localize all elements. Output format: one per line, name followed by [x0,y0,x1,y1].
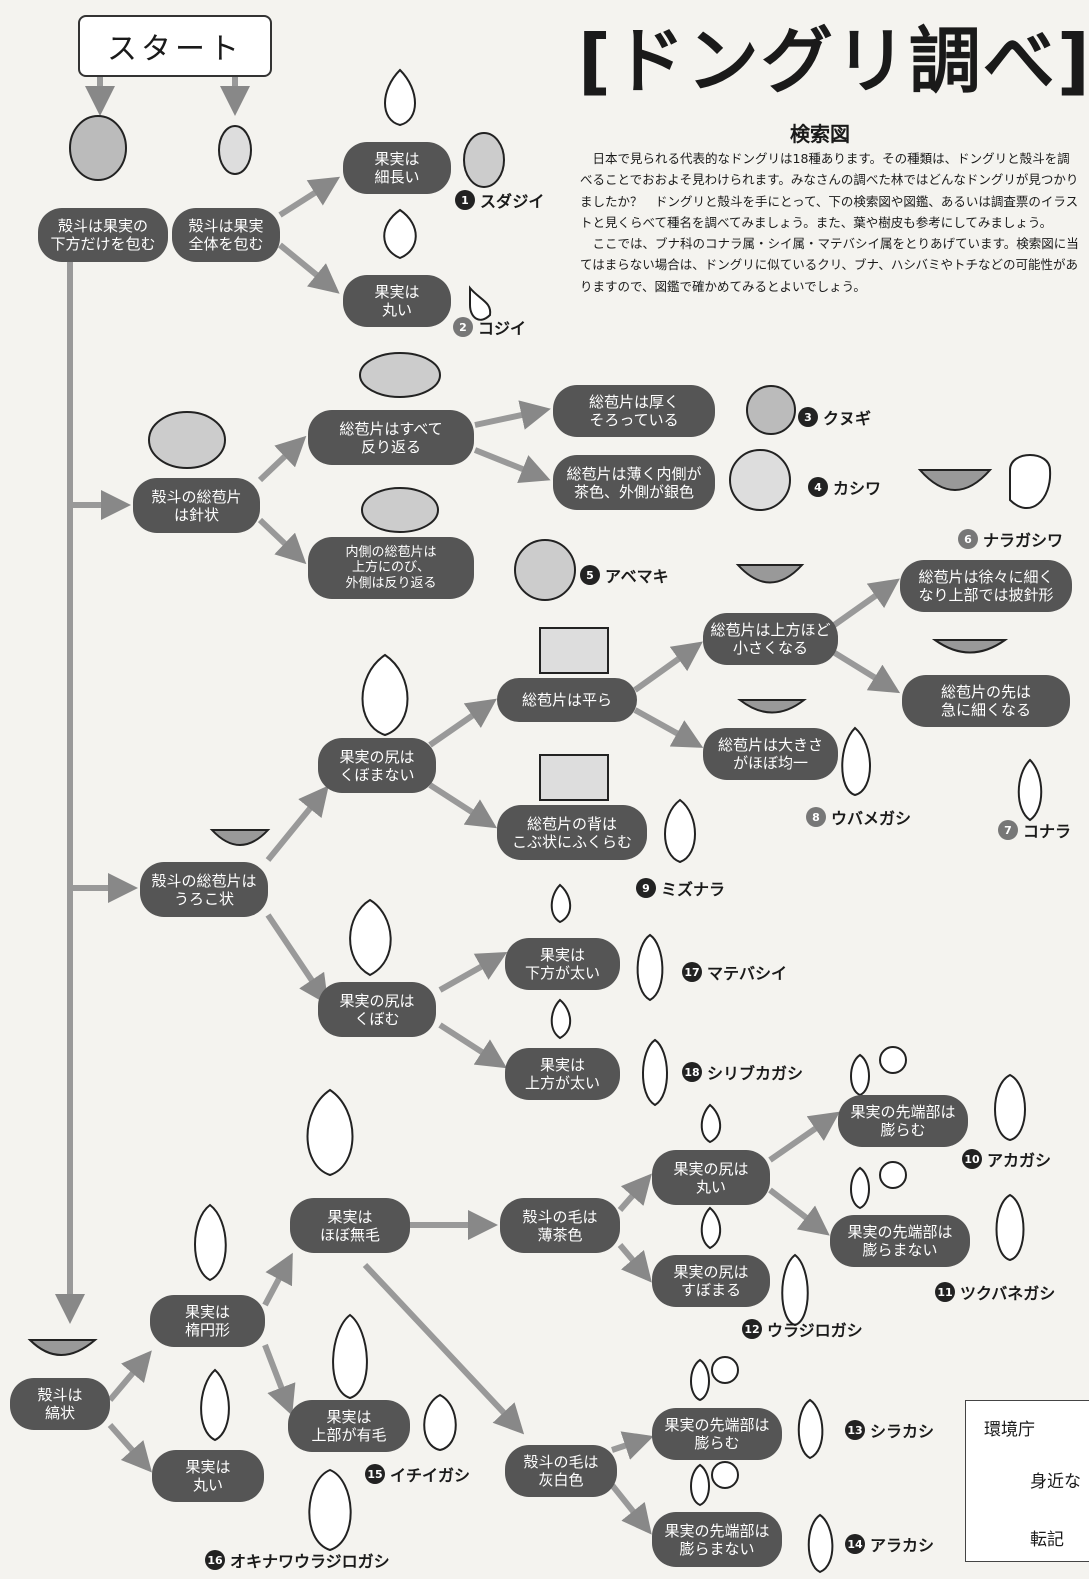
page-title: [ドングリ調べ] [578,2,1089,107]
stamp-line-2: 身近な [1030,1467,1081,1492]
node-bract-flat: 総苞片は平ら [497,678,637,722]
node-lower-thick: 果実は 下方が太い [505,938,620,990]
species-number: 4 [808,477,828,497]
species-name: ウラジロガシ [767,1317,863,1341]
species-number: 6 [958,529,978,549]
species-name: アカガシ [987,1147,1051,1171]
species-number: 2 [453,317,473,337]
node-cup-ringed: 殻斗は 縞状 [10,1378,110,1430]
node-bract-needle: 殻斗の総苞片 は針状 [133,478,260,533]
species-name: アベマキ [605,563,669,587]
species-name: ナラガシワ [983,527,1063,551]
node-butt-narrowed: 果実の尻は すぼまる [652,1255,770,1307]
species-number: 16 [205,1550,225,1570]
node-all-reflexed: 総苞片はすべて 反り返る [308,410,474,465]
stamp-line-3: 転記 [1030,1525,1064,1550]
node-bract-scale: 殻斗の総苞片は うろこ状 [140,862,268,917]
node-fruit-round-2: 果実は 丸い [152,1450,264,1502]
node-inner-upward: 内側の総苞片は 上方にのび、 外側は反り返る [308,537,474,599]
species-number: 15 [365,1464,385,1484]
intro-paragraph-1: 日本で見られる代表的なドングリは18種あります。その種類は、ドングリと殻斗を調べ… [580,148,1080,233]
species-name: カシワ [833,475,881,499]
species-name: スダジイ [480,188,544,212]
node-upper-hairy: 果実は 上部が有毛 [288,1400,410,1452]
species-number: 5 [580,565,600,585]
node-cup-lower: 殻斗は果実の 下方だけを包む [38,208,168,262]
intro-paragraph-2: ここでは、ブナ科のコナラ属・シイ属・マテバシイ属をとりあげています。検索図に当て… [580,233,1080,297]
node-butt-not-dented: 果実の尻は くぼまない [318,738,436,793]
species-number: 14 [845,1534,865,1554]
node-even-size: 総苞片は大きさ がほぼ均一 [703,728,838,780]
node-hair-light-brown: 殻斗の毛は 薄茶色 [500,1198,620,1253]
node-butt-round: 果実の尻は 丸い [652,1150,770,1205]
species-number: 17 [682,962,702,982]
node-fruit-round-1: 果実は 丸い [343,275,451,327]
species-name: オキナワウラジロガシ [230,1548,390,1572]
node-upper-thick: 果実は 上方が太い [505,1048,620,1100]
node-hair-gray-white: 殻斗の毛は 灰白色 [505,1445,617,1497]
species-name: シラカシ [870,1418,934,1442]
species-number: 7 [998,820,1018,840]
node-cup-whole: 殻斗は果実 全体を包む [172,208,280,262]
species-number: 18 [682,1062,702,1082]
species-number: 10 [962,1149,982,1169]
node-fruit-elliptic: 果実は 楕円形 [150,1295,265,1347]
source-stamp: 環境庁 身近な 転記 [965,1400,1089,1562]
node-tip-not-swollen-1: 果実の先端部は 膨らまない [830,1215,970,1267]
key-subtitle: 検索図 [790,118,850,147]
node-tip-not-swollen-2: 果実の先端部は 膨らまない [652,1512,782,1567]
node-gradual-lanceolate: 総苞片は徐々に細く なり上部では披針形 [900,560,1072,612]
node-butt-dented: 果実の尻は くぼむ [318,982,436,1037]
species-name: シリブカガシ [707,1060,803,1084]
node-bumpy-back: 総苞片の背は こぶ状にふくらむ [497,805,647,860]
intro-text: 日本で見られる代表的なドングリは18種あります。その種類は、ドングリと殻斗を調べ… [580,148,1080,297]
species-number: 8 [806,807,826,827]
node-thick-even: 総苞片は厚く そろっている [553,385,715,437]
node-thin-brown-silver: 総苞片は薄く内側が 茶色、外側が銀色 [553,455,715,510]
species-number: 1 [455,190,475,210]
species-name: ツクバネガシ [960,1280,1055,1304]
species-number: 3 [798,407,818,427]
species-name: コナラ [1023,818,1071,842]
species-name: アラカシ [870,1532,934,1556]
species-name: ウバメガシ [831,805,911,829]
node-tip-swollen-2: 果実の先端部は 膨らむ [652,1408,782,1460]
species-name: マテバシイ [707,960,787,984]
stamp-line-1: 環境庁 [984,1415,1035,1440]
species-number: 12 [742,1319,762,1339]
species-number: 11 [935,1282,955,1302]
start-label: スタート [78,15,272,77]
species-name: イチイガシ [390,1462,470,1486]
species-name: クヌギ [823,405,871,429]
species-name: ミズナラ [661,876,725,900]
species-name: コジイ [478,315,526,339]
node-fruit-hairless: 果実は ほぼ無毛 [290,1198,410,1253]
node-fruit-long: 果実は 細長い [343,142,451,194]
node-tip-swollen-1: 果実の先端部は 膨らむ [838,1095,968,1147]
species-number: 13 [845,1420,865,1440]
node-smaller-upward: 総苞片は上方ほど 小さくなる [703,613,838,665]
node-sudden-narrow: 総苞片の先は 急に細くなる [902,675,1070,727]
species-number: 9 [636,878,656,898]
